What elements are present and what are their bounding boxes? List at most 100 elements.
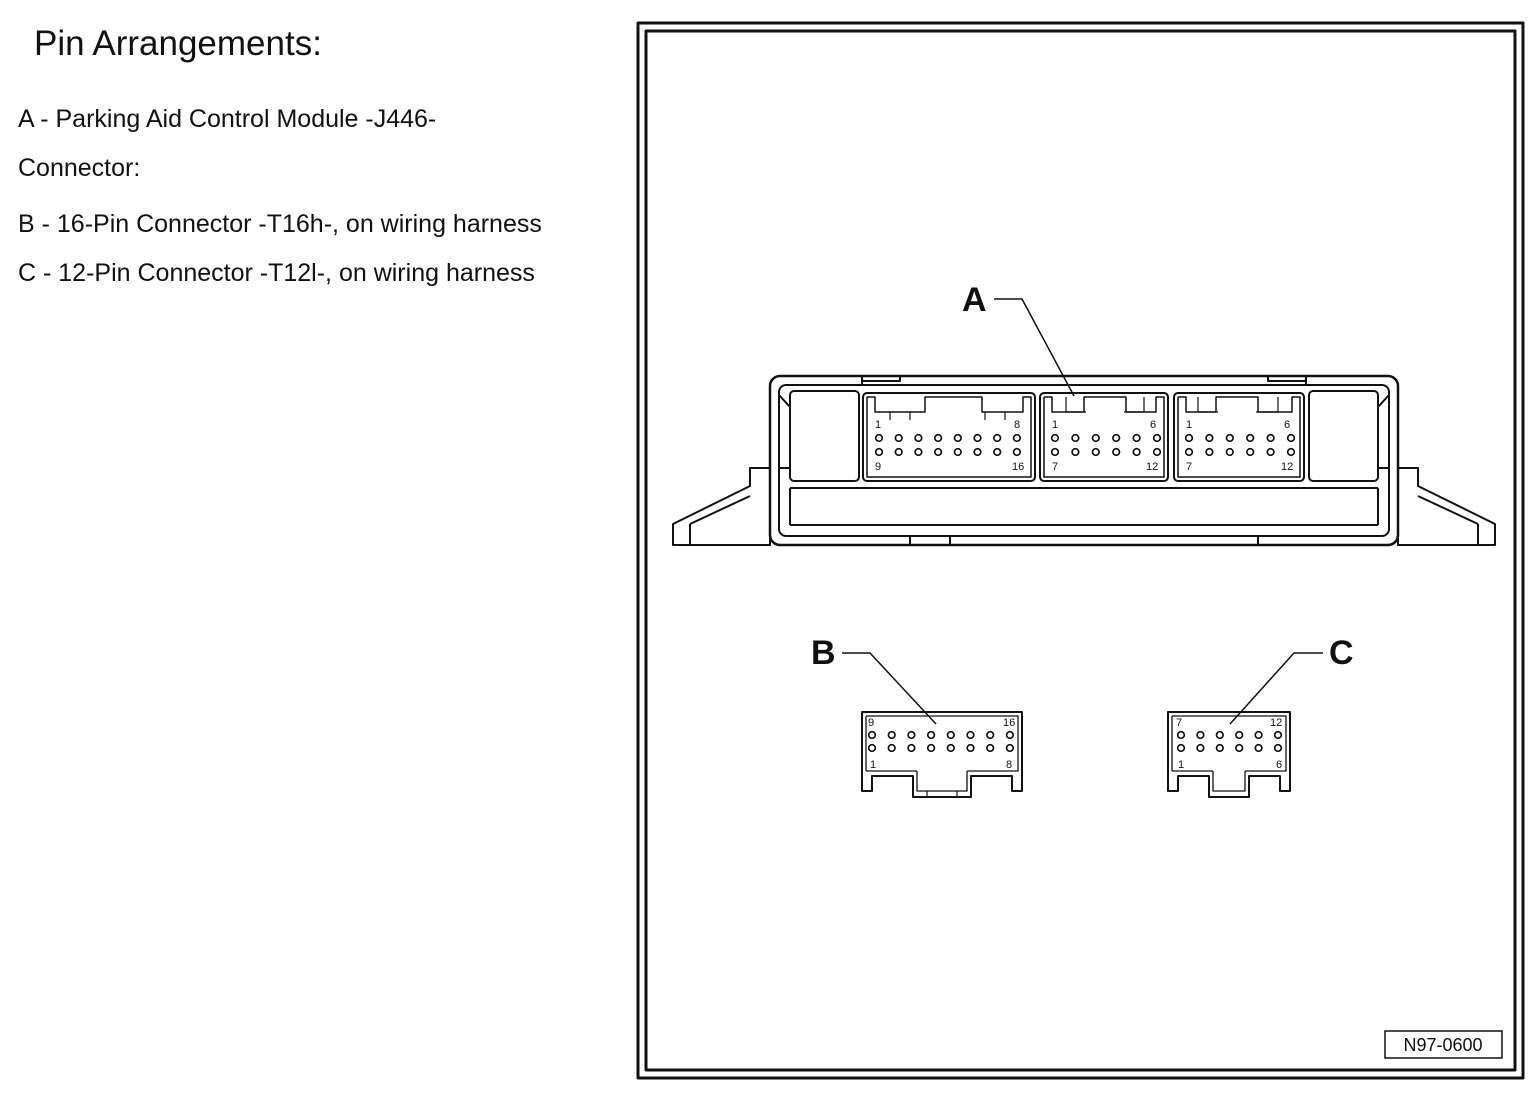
pin-hole [914,433,923,443]
legend-item-c: C - 12-Pin Connector -T12l-, on wiring h… [18,259,535,287]
pin-hole [867,730,877,740]
pin-hole [1246,447,1255,457]
pin-label: 1 [1186,419,1192,431]
pin-label: 7 [1176,717,1182,729]
pin-hole [1273,743,1283,753]
pin-hole [1225,433,1234,443]
pin-label: 16 [1003,717,1015,729]
pin-hole [1050,447,1060,457]
pin-hole [887,730,896,740]
pin-hole [1012,433,1022,443]
callout-c: C [1329,634,1354,672]
pin-hole [993,433,1002,443]
pin-hole [1152,433,1162,443]
pin-hole [1005,730,1015,740]
pin-label: 12 [1146,461,1158,473]
pin-label: 8 [1014,419,1020,431]
connector-b-body [861,711,1023,798]
pin-hole [867,743,877,753]
callout-b: B [811,634,836,672]
pin-hole [933,433,943,443]
pin-label: 1 [870,759,876,771]
pin-hole [1235,730,1244,740]
pin-label: 9 [875,461,881,473]
pin-label: 7 [1186,461,1192,473]
pin-hole [946,730,955,740]
pin-hole [1273,730,1283,740]
legend-item-a: A - Parking Aid Control Module -J446- [18,105,437,133]
pin-hole [1196,743,1205,753]
figure-code: N97-0600 [1403,1035,1482,1055]
pin-hole [1235,743,1244,753]
pin-hole [1286,447,1296,457]
pin-hole [973,447,982,457]
pin-label: 1 [875,419,881,431]
pin-holes [867,433,1296,753]
pin-hole [933,447,943,457]
callout-c-leader [1229,652,1323,725]
pin-hole [1132,433,1141,443]
pin-hole [1176,743,1186,753]
pin-label: 12 [1281,461,1293,473]
socket-1-pin-labels: 1 8 9 16 [875,419,1024,473]
callout-b-leader [842,652,937,725]
pin-hole [1091,433,1100,443]
figure-frame-outer [636,21,1525,1080]
pin-hole [1184,447,1194,457]
module-sockets [862,392,1305,482]
pin-hole [874,447,884,457]
connector-c-pin-labels: 7 12 1 6 [1176,717,1282,771]
pin-hole [907,743,916,753]
pin-hole [926,730,936,740]
pin-hole [1184,433,1194,443]
pin-hole [1132,447,1141,457]
pin-hole [1176,730,1186,740]
pin-hole [1225,447,1234,457]
pin-hole [953,433,962,443]
pin-hole [1254,743,1263,753]
pin-hole [1246,433,1255,443]
pin-hole [1215,743,1224,753]
pin-hole [986,730,995,740]
pin-hole [966,743,975,753]
pin-hole [986,743,995,753]
legend-connector-heading: Connector: [18,154,141,182]
pin-hole [926,743,936,753]
pin-label: 9 [868,717,874,729]
connector-c-body [1167,711,1291,798]
figure-frame-inner [644,29,1517,1072]
pin-hole [1266,433,1275,443]
pin-hole [946,743,955,753]
pin-hole [874,433,884,443]
pin-label: 16 [1012,461,1024,473]
pin-hole [887,743,896,753]
pin-hole [1050,433,1060,443]
legend-panel: Pin Arrangements: A - Parking Aid Contro… [0,0,630,400]
pin-label: 8 [1006,759,1012,771]
pin-hole [914,447,923,457]
legend-item-b: B - 16-Pin Connector -T16h-, on wiring h… [18,210,542,238]
pin-hole [966,730,975,740]
pin-hole [1091,447,1100,457]
pin-hole [1071,447,1080,457]
pin-hole [953,447,962,457]
pin-hole [1112,447,1121,457]
pin-hole [894,433,903,443]
pin-label: 1 [1178,759,1184,771]
pin-hole [907,730,916,740]
pin-label: 12 [1270,717,1282,729]
pin-hole [1071,433,1080,443]
pin-hole [1012,447,1022,457]
pin-hole [1152,447,1162,457]
figure-code-box [1384,1030,1503,1059]
pin-hole [894,447,903,457]
pin-label: 6 [1150,419,1156,431]
pin-hole [1112,433,1121,443]
pin-hole [973,433,982,443]
pin-hole [1205,433,1214,443]
pin-hole [1254,730,1263,740]
pin-hole [993,447,1002,457]
page-title: Pin Arrangements: [34,24,322,63]
callout-a: A [962,281,987,319]
